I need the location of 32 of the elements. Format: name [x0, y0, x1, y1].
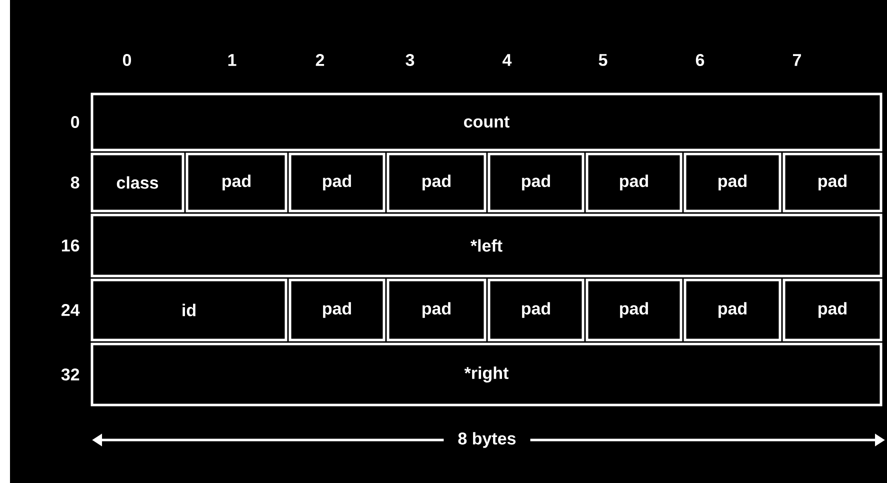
field-cell: pad	[186, 152, 288, 212]
row-offset: 32	[61, 368, 80, 381]
row-offset: 16	[62, 239, 80, 252]
field-cell: class	[90, 152, 184, 212]
field-cell: *left	[90, 214, 882, 278]
column-number: 1	[228, 54, 236, 66]
field-cell: pad	[488, 152, 584, 212]
column-number: 4	[502, 54, 512, 66]
field-cell: pad	[782, 152, 882, 212]
dimension-label: 8 bytes	[444, 428, 530, 452]
column-number: 2	[316, 54, 324, 66]
field-cell: pad	[684, 278, 782, 342]
row-offset: 0	[71, 116, 80, 128]
field-cell: pad	[586, 278, 682, 342]
column-number: 5	[598, 54, 608, 66]
field-cell: count	[90, 92, 882, 152]
field-cell: pad	[782, 278, 882, 342]
column-number: 6	[696, 54, 704, 66]
row-offset: 24	[62, 304, 80, 316]
row-offset: 8	[70, 176, 80, 189]
field-cell: pad	[386, 152, 486, 212]
field-cell: pad	[288, 152, 386, 212]
column-number: 7	[793, 54, 801, 66]
field-cell: pad	[386, 278, 486, 342]
field-cell: pad	[684, 152, 782, 212]
column-number: 3	[406, 54, 414, 66]
field-cell: pad	[586, 152, 682, 212]
column-number: 0	[122, 54, 132, 66]
field-cell: *right	[90, 342, 882, 406]
field-cell: pad	[488, 278, 584, 342]
field-cell: pad	[288, 278, 386, 342]
field-cell: id	[90, 278, 288, 342]
